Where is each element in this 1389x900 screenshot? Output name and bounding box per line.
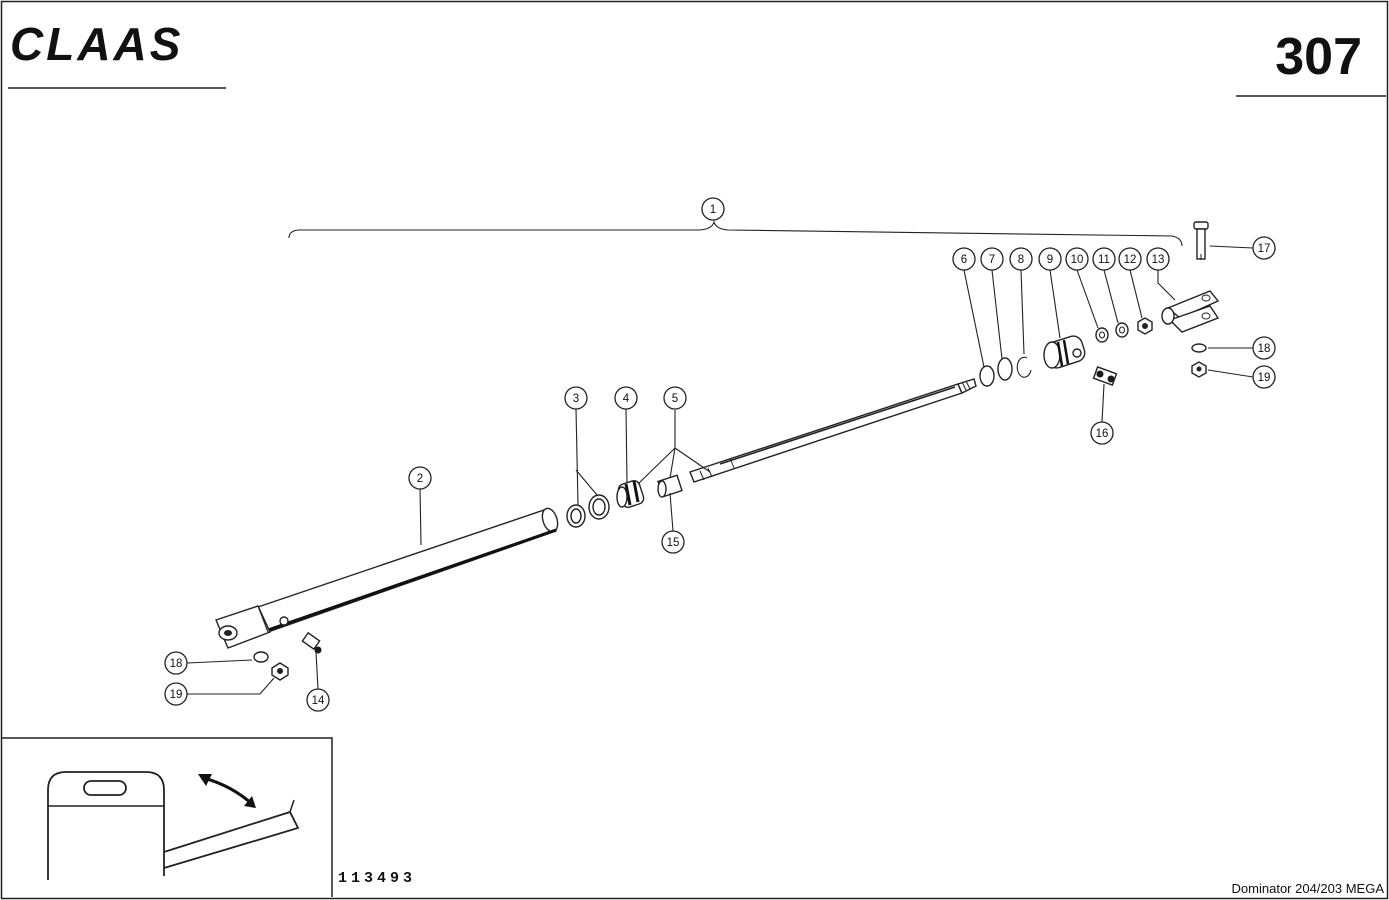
svg-text:13: 13 (1152, 254, 1165, 266)
svg-text:5: 5 (672, 393, 678, 405)
o-ring-6 (979, 365, 995, 387)
callout-1: 1 (701, 197, 725, 221)
svg-text:15: 15 (667, 537, 680, 549)
svg-text:12: 12 (1124, 254, 1137, 266)
nut-left (271, 662, 289, 681)
callout-9: 9 (1038, 247, 1062, 271)
callout-13: 13 (1146, 247, 1170, 271)
callout-8: 8 (1009, 247, 1033, 271)
locator-inset (2, 737, 333, 897)
page-number: 307 (1275, 28, 1362, 86)
rod-clevis (1161, 290, 1220, 333)
piston (616, 480, 645, 508)
clevis-pin (1193, 221, 1209, 260)
svg-text:19: 19 (170, 689, 183, 701)
svg-text:16: 16 (1096, 428, 1109, 440)
callout-12: 12 (1118, 247, 1142, 271)
washer-left (253, 651, 269, 663)
callout-18-left: 18 (164, 651, 188, 675)
callout-15: 15 (661, 530, 685, 554)
callout-19-right: 19 (1252, 365, 1276, 389)
svg-text:2: 2 (417, 473, 423, 485)
svg-text:4: 4 (623, 393, 630, 405)
svg-text:11: 11 (1098, 254, 1110, 266)
callout-5: 5 (663, 386, 687, 410)
hydraulic-fitting (1092, 366, 1118, 386)
cylinder-tube (215, 507, 559, 649)
snap-ring-8 (1016, 356, 1032, 378)
svg-text:3: 3 (573, 393, 579, 405)
svg-text:10: 10 (1071, 254, 1084, 266)
callout-3: 3 (564, 386, 588, 410)
leader-lines (186, 245, 1254, 695)
svg-text:14: 14 (312, 695, 325, 707)
brand-logo: CLAAS (10, 18, 183, 70)
svg-text:8: 8 (1018, 254, 1024, 266)
callout-4: 4 (614, 386, 638, 410)
svg-text:7: 7 (989, 254, 995, 266)
nut-12 (1137, 317, 1153, 335)
grease-nipple (279, 616, 322, 654)
svg-text:1: 1 (710, 204, 716, 216)
callout-16: 16 (1090, 421, 1114, 445)
svg-text:17: 17 (1258, 243, 1271, 255)
parts (215, 221, 1220, 681)
svg-text:6: 6 (961, 254, 967, 266)
wiper-seal-10 (1095, 327, 1109, 343)
cylinder-head (1043, 335, 1086, 369)
model-name: Dominator 204/203 MEGA (1232, 881, 1385, 896)
svg-text:18: 18 (1258, 343, 1271, 355)
callout-2: 2 (408, 466, 432, 490)
callouts: 1 2 3 4 5 6 7 8 9 10 11 12 13 14 15 16 1… (164, 197, 1276, 712)
piston-rod (689, 378, 977, 483)
callout-7: 7 (980, 247, 1004, 271)
seal-11 (1115, 322, 1129, 338)
piston-nut (657, 474, 683, 498)
svg-text:19: 19 (1258, 372, 1271, 384)
seal-ring-3 (566, 494, 610, 528)
reference-number: 113493 (338, 870, 416, 887)
callout-19-left: 19 (164, 682, 188, 706)
callout-17: 17 (1252, 236, 1276, 260)
assembly-bracket (288, 220, 1183, 247)
swing-arrow-icon (203, 776, 254, 806)
nut-right (1191, 361, 1207, 378)
washer-right (1191, 343, 1207, 353)
svg-text:9: 9 (1047, 254, 1053, 266)
callout-14: 14 (306, 688, 330, 712)
svg-text:18: 18 (170, 658, 183, 670)
callout-18-right: 18 (1252, 336, 1276, 360)
callout-6: 6 (952, 247, 976, 271)
o-ring-7 (997, 357, 1013, 381)
header: CLAAS 307 (8, 18, 1386, 97)
callout-11: 11 (1092, 247, 1116, 271)
callout-10: 10 (1065, 247, 1089, 271)
